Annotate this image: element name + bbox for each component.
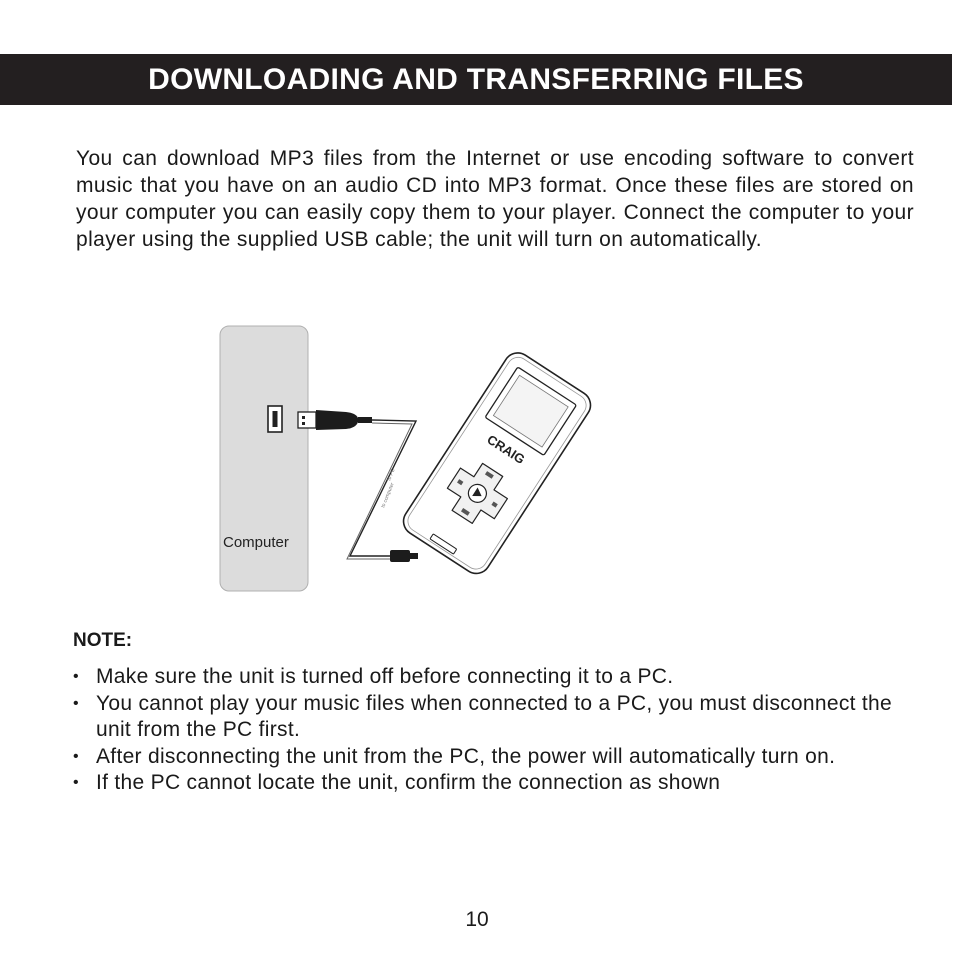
note-text: You cannot play your music files when co…	[96, 691, 892, 742]
computer-label: Computer	[223, 534, 289, 551]
bullet-icon: •	[73, 774, 79, 791]
mp3-player-device: CRAIG	[402, 352, 592, 575]
intro-paragraph: You can download MP3 files from the Inte…	[76, 147, 914, 251]
note-item: • Make sure the unit is turned off befor…	[73, 664, 903, 691]
usb-connection-illustration: Computer to computer to PC CRAIG	[219, 325, 592, 592]
bullet-icon: •	[73, 668, 79, 685]
note-text: If the PC cannot locate the unit, confir…	[96, 771, 721, 794]
computer-tower	[219, 325, 309, 592]
note-heading: NOTE:	[73, 630, 133, 651]
page-title: DOWNLOADING AND TRANSFERRING FILES	[148, 62, 804, 96]
svg-text:to PC: to PC	[386, 468, 396, 482]
note-item: • If the PC cannot locate the unit, conf…	[73, 770, 903, 797]
usb-port-icon	[267, 405, 283, 433]
title-bar: DOWNLOADING AND TRANSFERRING FILES	[0, 54, 952, 105]
usb-cable: to computer to PC	[346, 419, 418, 562]
page-number: 10	[465, 908, 489, 931]
bullet-icon: •	[73, 747, 79, 765]
note-list: • Make sure the unit is turned off befor…	[73, 664, 903, 797]
bullet-icon: •	[73, 694, 79, 712]
note-text: After disconnecting the unit from the PC…	[96, 744, 836, 768]
note-text: Make sure the unit is turned off before …	[96, 665, 674, 688]
usb-plug-icon	[297, 410, 372, 430]
note-item: • You cannot play your music files when …	[73, 691, 903, 744]
note-item: • After disconnecting the unit from the …	[73, 744, 903, 771]
